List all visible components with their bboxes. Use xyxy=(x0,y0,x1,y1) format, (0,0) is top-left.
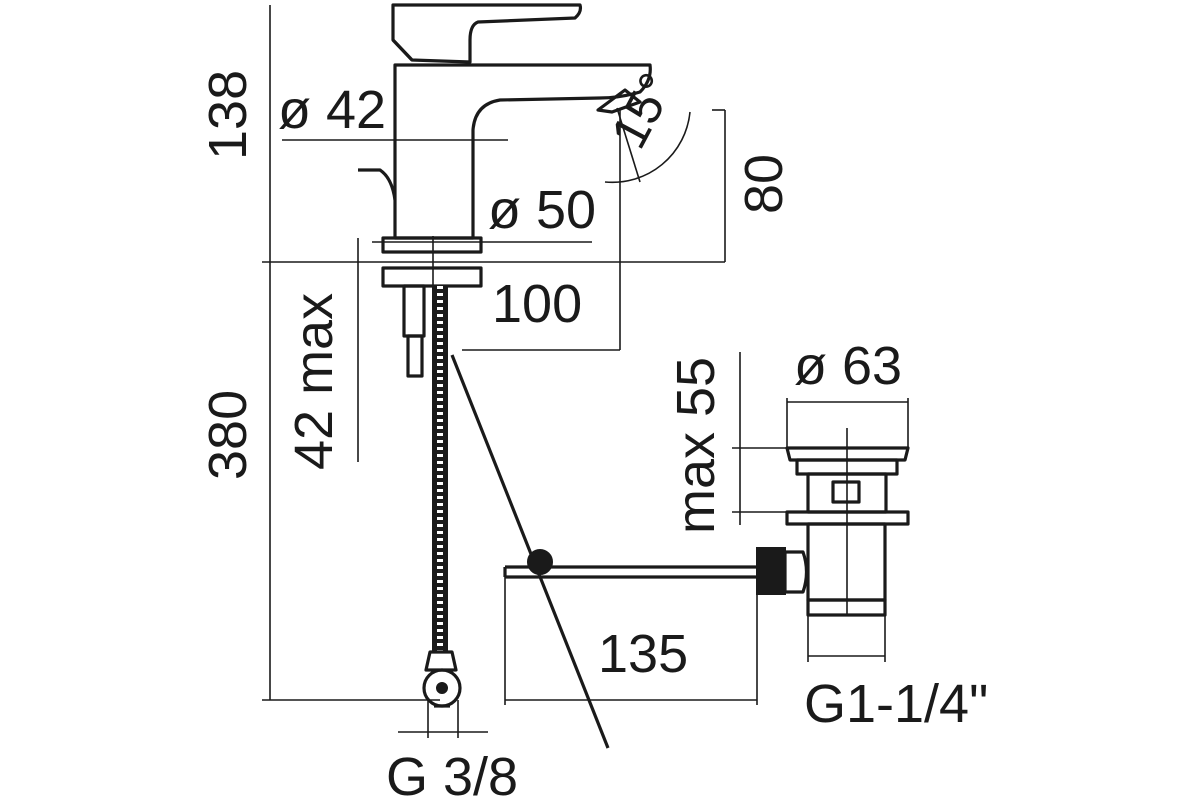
label-135: 135 xyxy=(598,624,688,684)
label-g1-1-4: G1-1/4" xyxy=(804,674,988,734)
label-diameter-63: ø 63 xyxy=(794,336,902,396)
label-angle-15: 15° xyxy=(600,64,685,157)
label-diameter-42: ø 42 xyxy=(278,80,386,140)
label-max-55: max 55 xyxy=(666,357,726,534)
label-138: 138 xyxy=(198,70,258,160)
label-diameter-50: ø 50 xyxy=(488,180,596,240)
label-42-max: 42 max xyxy=(284,293,344,470)
dimension-lines xyxy=(262,5,909,738)
label-100: 100 xyxy=(492,274,582,334)
label-g-3-8: G 3/8 xyxy=(386,747,518,800)
label-80: 80 xyxy=(734,154,794,214)
label-380: 380 xyxy=(198,390,258,480)
waste-valve xyxy=(756,446,910,617)
flexible-hose xyxy=(422,286,462,708)
dimension-labels: 138 380 42 max ø 42 ø 50 15° 80 100 ø 63… xyxy=(198,64,988,800)
popup-rod xyxy=(450,354,760,749)
